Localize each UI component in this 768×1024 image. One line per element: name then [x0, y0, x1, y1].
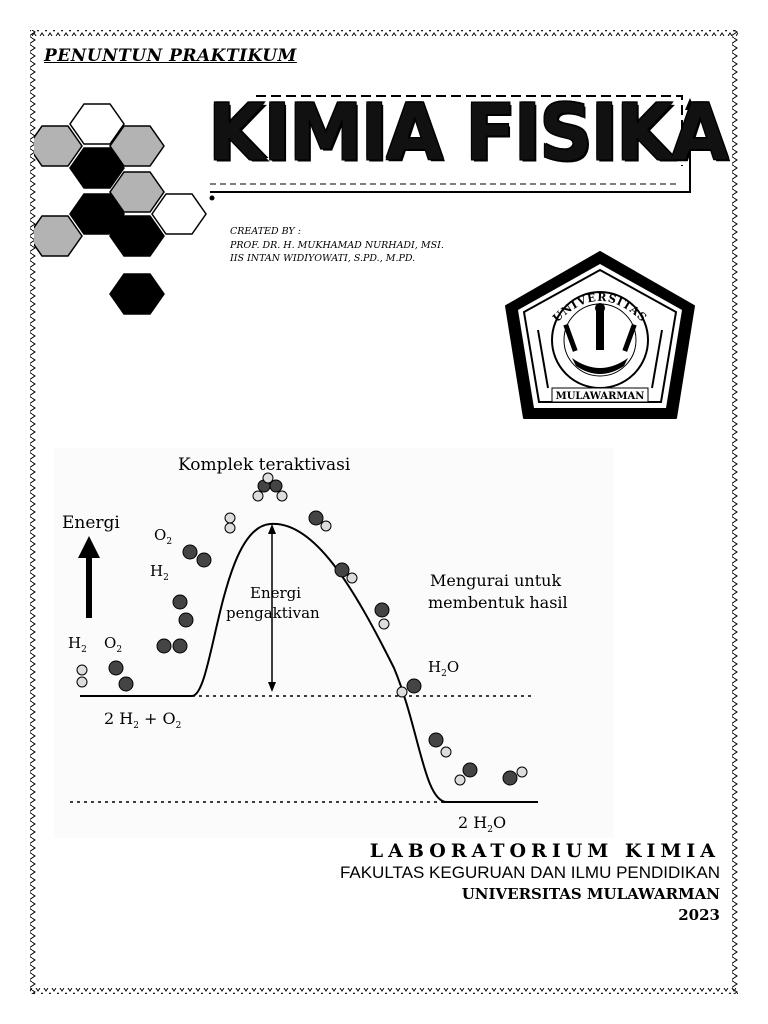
- o2-label: O2: [154, 526, 172, 547]
- university-logo: UNIVERSITAS MULAWARMAN: [505, 251, 695, 419]
- year: 2023: [678, 906, 720, 924]
- energy-axis-label: Energi: [62, 513, 120, 533]
- hexagon-decoration: [34, 103, 207, 315]
- logo-bottom-text: MULAWARMAN: [556, 391, 645, 402]
- decompose-label: Mengurai untuk: [430, 571, 561, 590]
- activation-energy-label: pengaktivan: [226, 604, 320, 622]
- credits-block: CREATED BY : PROF. DR. H. MUKHAMAD NURHA…: [230, 225, 444, 266]
- faculty-name: FAKULTAS KEGURUAN DAN ILMU PENDIDIKAN: [339, 863, 720, 882]
- decompose-label: membentuk hasil: [428, 593, 568, 612]
- h2-label: H2: [150, 562, 169, 583]
- manual-subtitle: PENUNTUN PRAKTIKUM: [44, 46, 297, 66]
- energy-diagram: Komplek teraktivasi Energi Energi pengak…: [54, 448, 614, 838]
- author-name: PROF. DR. H. MUKHAMAD NURHADI, MSI.: [230, 239, 444, 251]
- author-name: IIS INTAN WIDIYOWATI, S.PD., M.PD.: [230, 253, 416, 264]
- university-name: UNIVERSITAS MULAWARMAN: [461, 885, 720, 903]
- credits-heading: CREATED BY :: [230, 226, 301, 237]
- activated-complex-label: Komplek teraktivasi: [178, 455, 351, 475]
- title-frame: [209, 95, 695, 201]
- lab-name: LABORATORIUM KIMIA: [369, 840, 720, 862]
- h2o-label: H2O: [428, 658, 459, 679]
- h2-label: H2: [68, 634, 87, 655]
- document-title: KIMIA FISIKA: [208, 87, 729, 179]
- energy-curve: [191, 522, 447, 803]
- footer-block: LABORATORIUM KIMIA FAKULTAS KEGURUAN DAN…: [276, 840, 720, 926]
- activation-energy-label: Energi: [250, 584, 301, 602]
- reactants-label: 2 H2 + O2: [104, 709, 181, 731]
- products-label: 2 H2O: [458, 813, 506, 835]
- o2-label: O2: [104, 634, 122, 655]
